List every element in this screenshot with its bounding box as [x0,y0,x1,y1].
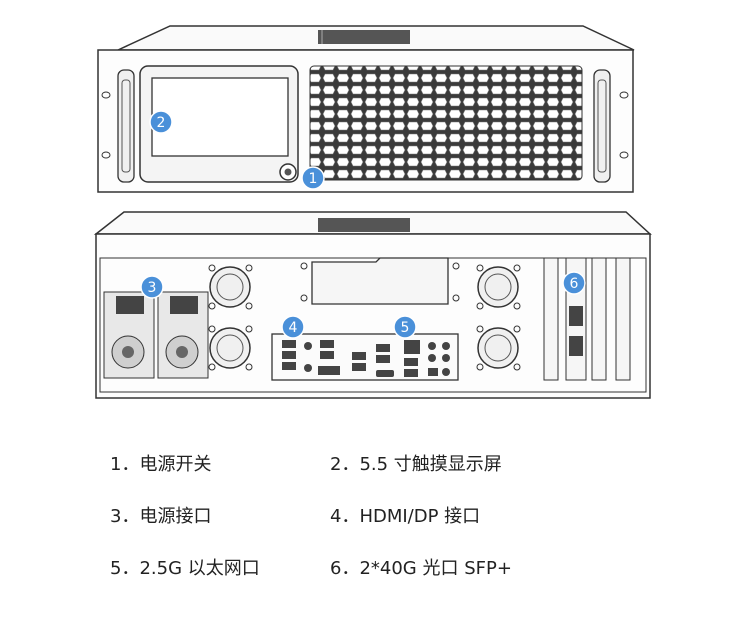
usb-port [404,358,418,366]
rack-hole [619,151,629,159]
touch-display [151,77,289,157]
audio-port [442,342,450,350]
server-diagram: 1 2 3 4 5 6 [93,25,652,399]
usb-port [352,352,366,360]
callout-badge: 4 [281,315,305,339]
svg-text:4: 4 [289,320,298,336]
legend-item: 5．2.5G 以太网口 [110,558,260,579]
rear-fan [208,264,253,310]
ethernet-port [404,340,420,354]
front-top-vent [318,30,410,44]
right-handle [593,69,611,183]
legend-item: 2．5.5 寸触摸显示屏 [330,454,502,475]
blank-cover-plate [300,257,460,305]
legend-item: 3．电源接口 [110,506,212,527]
usb-port [404,369,418,377]
legend: 1．电源开关 2．5.5 寸触摸显示屏 3．电源接口 4．HDMI/DP 接口 … [0,440,755,620]
usb-port [352,363,366,371]
rack-hole [619,91,629,99]
legend-item: 4．HDMI/DP 接口 [330,506,481,527]
power-supply-right [157,291,209,379]
callout-badges: 1 2 3 4 5 6 [140,110,586,339]
callout-badge: 5 [393,315,417,339]
left-handle [117,69,135,183]
rack-hole [101,91,111,99]
svg-text:3: 3 [148,280,157,296]
svg-text:5: 5 [401,320,410,336]
rear-top-vent [318,218,410,232]
sfp-port [569,336,583,356]
hdmi-port [318,366,340,375]
usb-port [376,355,390,363]
sfp-port [569,306,583,326]
svg-text:6: 6 [570,276,579,292]
front-mesh-grill [309,65,583,181]
rear-fan [208,325,253,371]
legend-item: 6．2*40G 光口 SFP+ [330,558,512,579]
audio-port [442,354,450,362]
svg-text:1: 1 [309,171,318,187]
expansion-slots [543,257,631,381]
audio-port [428,354,436,362]
svg-text:2: 2 [157,115,166,131]
rear-view [93,211,652,399]
rear-fan [476,264,521,310]
usb-port [320,340,334,348]
rear-fan [476,325,521,371]
rack-hole [101,151,111,159]
callout-badge: 6 [562,271,586,295]
usb-port [320,351,334,359]
callout-badge: 3 [140,275,164,299]
power-supply-left [103,291,155,379]
front-view [97,25,635,193]
legend-item: 1．电源开关 [110,454,212,475]
callout-badge: 1 [301,166,325,190]
dp-port [376,370,394,377]
usb-port [282,362,296,370]
usb-port [282,340,296,348]
audio-port [304,364,312,372]
usb-port [282,351,296,359]
usb-port [376,344,390,352]
io-panel [271,333,459,381]
audio-port [304,342,312,350]
callout-badge: 2 [149,110,173,134]
audio-port [428,342,436,350]
